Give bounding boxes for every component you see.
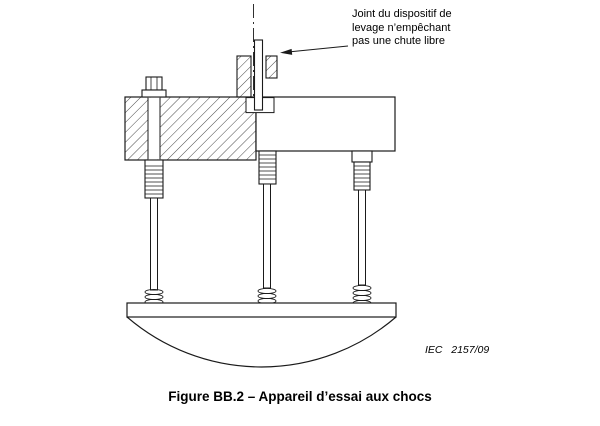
annotation-line-1: Joint du dispositif de — [352, 8, 452, 20]
rod-shank — [150, 197, 158, 291]
bolt-through-hole — [147, 97, 161, 160]
rod-shank — [263, 183, 271, 289]
leader-arrow — [280, 45, 349, 55]
annotation-line-3: pas une chute libre — [352, 35, 445, 47]
guide-rod-left — [141, 76, 167, 311]
impact-mass-side — [255, 96, 396, 152]
lifting-joint — [236, 39, 278, 111]
top-nut — [351, 150, 373, 163]
figure-reference: IEC 2157/09 — [425, 344, 490, 356]
striker-dome — [126, 316, 397, 368]
bolt-head — [145, 76, 163, 91]
lifting-tongue — [253, 39, 264, 111]
lifting-joint-annotation: Joint du dispositif de levage n’empêchan… — [352, 8, 492, 49]
bolt-washer — [141, 89, 167, 98]
base-plate — [126, 302, 397, 318]
impact-mass-section — [124, 96, 257, 161]
clevis-right-arm — [265, 55, 278, 79]
clevis-left-arm — [236, 55, 252, 98]
guide-rod-right — [351, 150, 373, 307]
guide-rod-middle — [257, 150, 277, 310]
rod-shank — [358, 189, 366, 286]
annotation-line-2: levage n’empêchant — [352, 21, 451, 34]
figure-caption: Figure BB.2 – Appareil d’essai aux chocs — [168, 389, 432, 404]
